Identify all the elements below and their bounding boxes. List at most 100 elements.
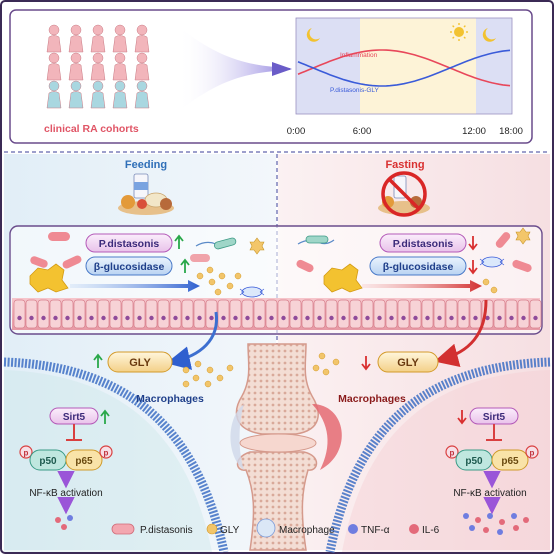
sirt5-label: Sirt5 <box>483 412 506 423</box>
sirt5-label: Sirt5 <box>63 412 86 423</box>
epithelial-cell <box>397 299 410 329</box>
person-icon <box>136 52 148 64</box>
feeding-heading: Feeding <box>125 159 167 171</box>
beta-glucosidase-pill <box>85 256 173 276</box>
beta-glucosidase-label: β-glucosidase <box>94 261 165 273</box>
epithelial-cell <box>313 299 326 329</box>
gly-dots <box>196 266 242 296</box>
macrophage-membrane <box>3 357 229 553</box>
decrease-arrow <box>361 356 371 371</box>
pdistasonis-pill <box>379 233 467 253</box>
moon-icon <box>482 28 496 42</box>
inflamed-synovium <box>312 404 342 470</box>
knee-joint-illustration <box>230 343 342 551</box>
epithelial-cell <box>469 299 482 329</box>
phospho-label: p <box>530 449 535 458</box>
epithelial-cell <box>433 299 446 329</box>
cell-nucleus <box>485 315 490 321</box>
person-icon <box>46 35 62 53</box>
gly-dots <box>182 360 234 388</box>
person-icon <box>134 91 150 109</box>
cell-nucleus <box>401 315 406 321</box>
epithelial-cell <box>109 299 122 329</box>
person-icon <box>68 63 84 81</box>
cell-nucleus <box>209 315 214 321</box>
cell-nucleus <box>257 315 262 321</box>
person-icon <box>48 52 60 64</box>
epithelial-cell <box>37 299 50 329</box>
funnel-shape <box>178 26 290 112</box>
cell-nucleus <box>377 315 382 321</box>
cell-nucleus <box>137 315 142 321</box>
phospho-label: p <box>450 449 455 458</box>
p65-pill <box>491 449 529 471</box>
cell-nucleus <box>173 315 178 321</box>
conversion-arrow <box>70 280 200 292</box>
inhibition-bar <box>66 424 82 441</box>
cell-nucleus <box>341 315 346 321</box>
cell-nucleus <box>125 315 130 321</box>
epithelial-cell <box>529 299 542 329</box>
epithelial-cell <box>361 299 374 329</box>
legend-label: GLY <box>220 525 240 536</box>
cell-nucleus <box>53 315 58 321</box>
decrease-arrow <box>457 410 467 425</box>
person-icon <box>112 91 128 109</box>
gly-transport-arrow <box>166 311 218 370</box>
cell-nucleus <box>197 315 202 321</box>
legend-label: TNF-α <box>361 525 390 536</box>
person-icon <box>70 52 82 64</box>
epithelial-cell <box>157 299 170 329</box>
increase-arrow <box>100 409 110 424</box>
night-band-right <box>476 18 512 114</box>
epithelial-cell <box>241 299 254 329</box>
decrease-arrow <box>468 236 478 251</box>
cell-nucleus <box>221 315 226 321</box>
person-icon <box>68 91 84 109</box>
cell-nucleus <box>101 315 106 321</box>
conversion-arrow <box>362 280 482 292</box>
phospho-badge <box>99 445 113 459</box>
epithelial-cell <box>229 299 242 329</box>
epithelial-cell <box>457 299 470 329</box>
cell-nucleus <box>281 315 286 321</box>
gly-dots <box>312 352 340 376</box>
person-icon <box>92 52 104 64</box>
cell-nucleus <box>389 315 394 321</box>
legend-swatch-il6 <box>409 524 419 534</box>
cell-nucleus <box>353 315 358 321</box>
person-icon <box>46 63 62 81</box>
gly-label: GLY <box>397 357 419 369</box>
p50-label: p50 <box>39 456 57 467</box>
cell-nucleus <box>41 315 46 321</box>
time-tick: 0:00 <box>287 126 306 137</box>
legend-swatch-pdistasonis <box>111 523 135 535</box>
epithelial-cell <box>145 299 158 329</box>
fasting-heading: Fasting <box>385 159 424 171</box>
pdistasonis-pill <box>85 233 173 253</box>
epithelial-cell <box>517 299 530 329</box>
p50-label: p50 <box>465 456 483 467</box>
person-icon <box>70 24 82 36</box>
increase-arrow <box>93 353 103 368</box>
gly-pill <box>107 351 173 373</box>
bacteria-cluster-left <box>30 232 265 298</box>
cell-nucleus <box>413 315 418 321</box>
cell-nucleus <box>77 315 82 321</box>
epithelial-cell <box>337 299 350 329</box>
sun-icon <box>450 23 468 41</box>
legend-swatch-tnf <box>348 524 358 534</box>
person-icon <box>90 63 106 81</box>
epithelial-cell <box>493 299 506 329</box>
pdistasonis-label: P.distasonis <box>99 238 160 250</box>
epithelial-cell <box>421 299 434 329</box>
epithelial-cell <box>133 299 146 329</box>
circadian-chart: Inflammation P.distasonis-GLY 0:00 6:00 … <box>287 17 523 137</box>
cell-nucleus <box>449 315 454 321</box>
beta-glucosidase-pill <box>369 256 467 276</box>
macrophages-label: Macrophages <box>136 393 204 405</box>
epithelial-cell <box>97 299 110 329</box>
no-food-icon <box>378 171 430 217</box>
person-icon <box>114 24 126 36</box>
